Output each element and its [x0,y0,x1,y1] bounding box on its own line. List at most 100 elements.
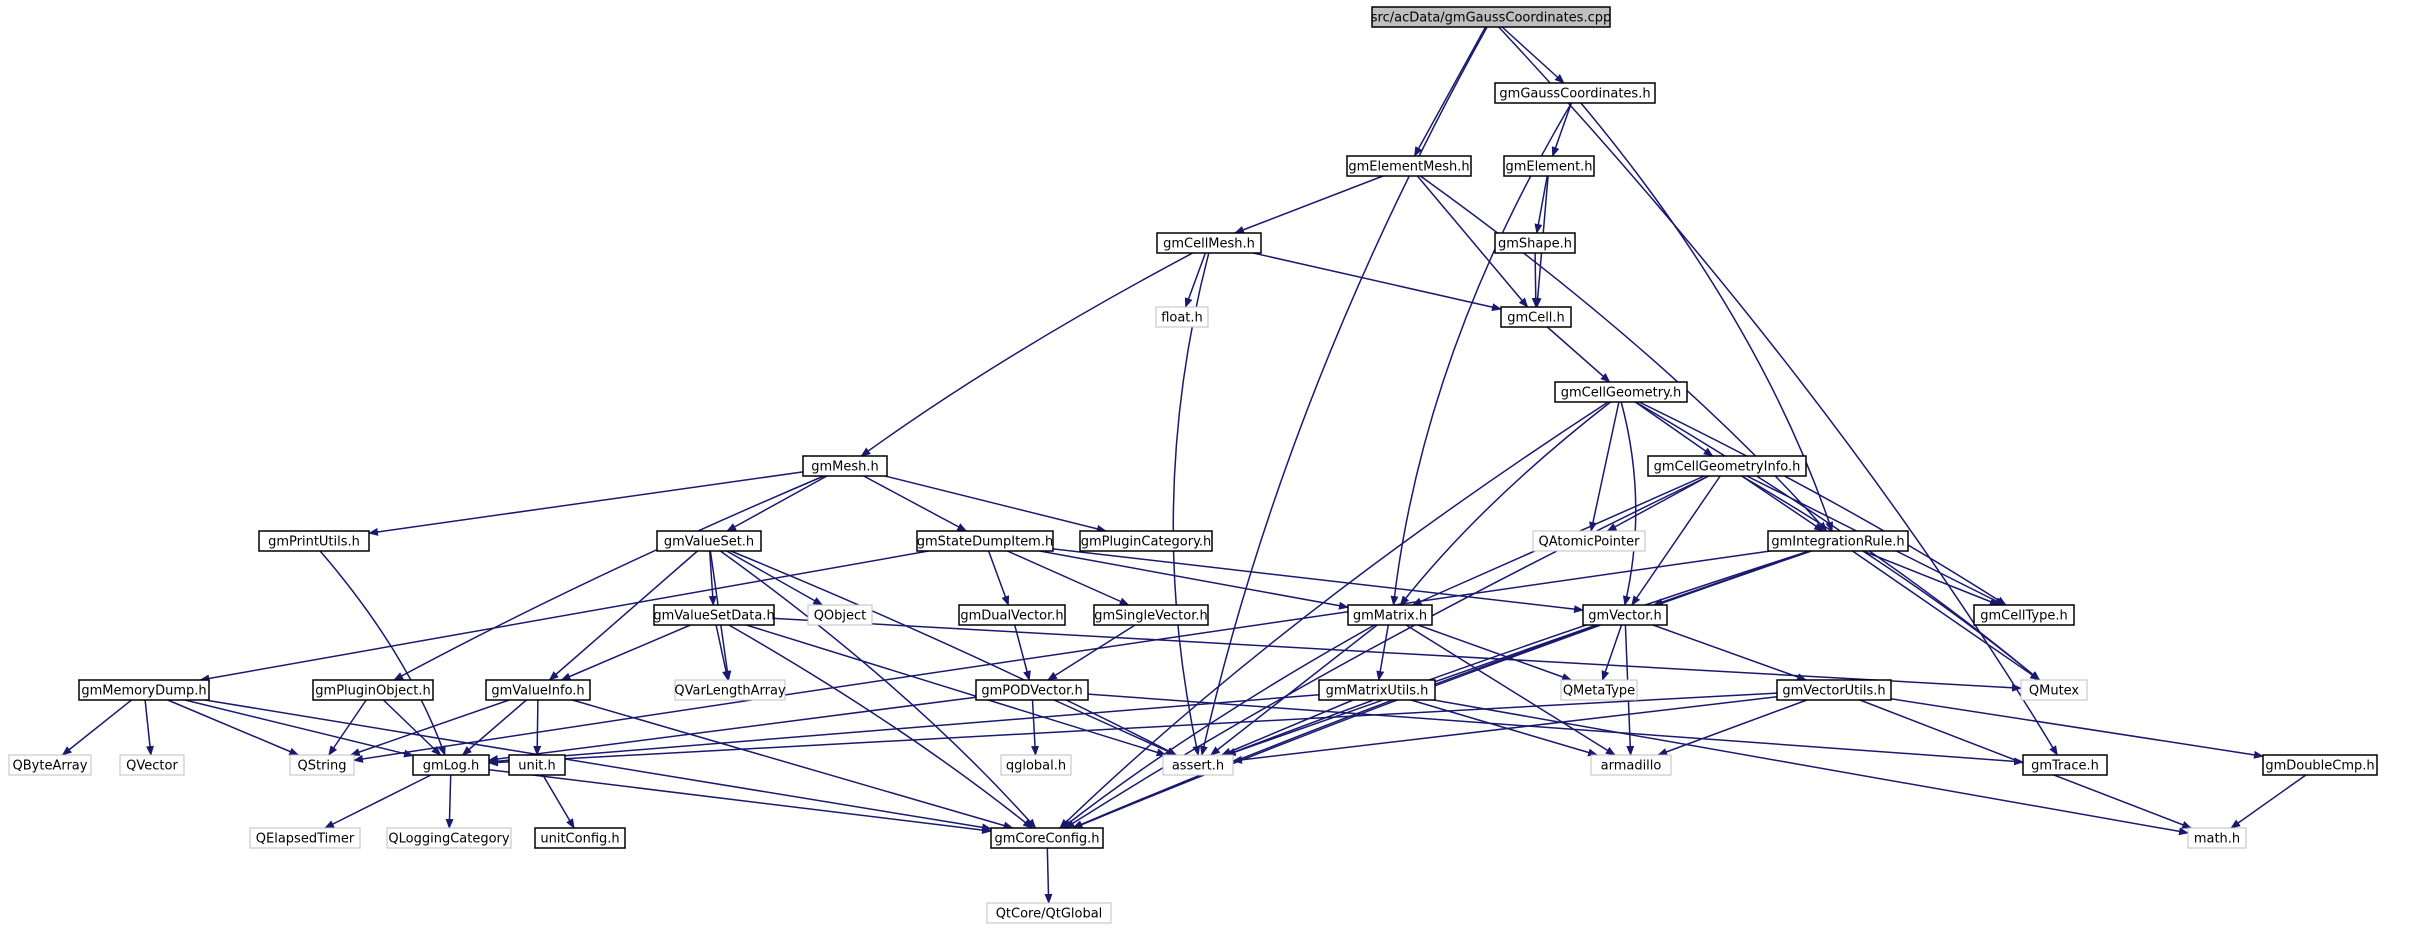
node-gmMemoryDump[interactable]: gmMemoryDump.h [78,679,210,701]
edge-gmValueSet-to-asserth [730,550,1178,756]
node-label-gmGaussCoordinates: gmGaussCoordinates.h [1499,87,1650,102]
node-gmMesh[interactable]: gmMesh.h [802,455,888,477]
edge-gmValueSetData-to-QMutex [773,617,2022,692]
node-root[interactable]: src/acData/gmGaussCoordinates.cpp [1371,6,1611,28]
node-mathh: math.h [2187,827,2247,849]
node-box-gmIntegrationRule [1767,530,1909,552]
node-gmCoreConfig[interactable]: gmCoreConfig.h [990,827,1104,849]
node-gmVectorUtils[interactable]: gmVectorUtils.h [1776,679,1892,701]
node-label-gmSingleVector: gmSingleVector.h [1094,609,1207,624]
node-box-gmValueSetData [653,604,775,626]
edge-gmMatrixUtils-to-gmLog [488,693,1320,766]
edge-gmMesh-to-gmPrintUtils [368,471,804,536]
node-label-gmPrintUtils: gmPrintUtils.h [268,535,360,550]
node-qglobal: qglobal.h [1000,754,1072,776]
node-box-gmCellType [1973,604,2075,626]
edge-gmMemoryDump-to-QByteArray [61,699,132,756]
edge-gmSingleVector-to-gmPODVector [1047,624,1136,681]
edge-gmGaussCoordinates-to-gmElement [1551,102,1573,157]
node-gmDualVector[interactable]: gmDualVector.h [958,604,1066,626]
node-unith[interactable]: unit.h [508,754,566,776]
edge-gmIntegrationRule-to-QMutex [1852,550,2041,681]
node-gmMatrix[interactable]: gmMatrix.h [1347,604,1433,626]
node-gmMatrixUtils[interactable]: gmMatrixUtils.h [1318,679,1436,701]
node-armadillo: armadillo [1590,754,1672,776]
node-label-gmValueSetData: gmValueSetData.h [653,609,774,624]
edge-gmVector-to-gmCoreConfig [1071,624,1600,829]
node-gmGaussCoordinates[interactable]: gmGaussCoordinates.h [1494,82,1656,104]
node-gmShape[interactable]: gmShape.h [1494,232,1576,254]
edge-gmElementMesh-to-gmCell [1416,175,1529,308]
edge-gmVectorUtils-to-asserth [1232,695,1778,764]
node-gmElementMesh[interactable]: gmElementMesh.h [1346,155,1472,177]
edge-gmDoubleCmp-to-mathh [2230,774,2307,829]
node-QMutex: QMutex [2020,679,2088,701]
node-box-gmValueInfo [485,679,591,701]
edge-gmPODVector-to-asserth [1053,699,1177,756]
edge-gmIntegrationRule-to-asserth [1225,550,1810,756]
node-gmPluginObject[interactable]: gmPluginObject.h [312,679,434,701]
node-gmValueSet[interactable]: gmValueSet.h [656,530,762,552]
node-gmPluginCategory[interactable]: gmPluginCategory.h [1079,530,1213,552]
node-box-floath [1155,306,1209,328]
edge-unith-to-unitConfig [542,774,575,829]
edge-gmCellGeometry-to-gmCellGeometryInfo [1634,401,1714,457]
node-asserth: assert.h [1162,754,1234,776]
node-gmCell[interactable]: gmCell.h [1500,306,1572,328]
node-box-unitConfig [534,827,626,849]
node-box-QLoggingCategory [386,827,512,849]
node-gmValueSetData[interactable]: gmValueSetData.h [653,604,775,626]
node-box-gmShape [1494,232,1576,254]
node-gmCellType[interactable]: gmCellType.h [1973,604,2075,626]
node-label-gmPluginObject: gmPluginObject.h [315,684,430,699]
node-label-QByteArray: QByteArray [13,759,88,774]
edge-gmMatrix-to-asserth [1210,624,1378,756]
edge-gmCellMesh-to-gmMesh [860,252,1194,457]
node-label-unith: unit.h [518,759,556,774]
node-label-root: src/acData/gmGaussCoordinates.cpp [1371,11,1611,26]
node-label-QMutex: QMutex [2029,684,2080,699]
node-box-QVector [119,754,185,776]
edge-gmValueSetData-to-QVarLengthArray [715,624,730,681]
node-gmPrintUtils[interactable]: gmPrintUtils.h [258,530,370,552]
node-gmIntegrationRule[interactable]: gmIntegrationRule.h [1767,530,1909,552]
edge-gmShape-to-gmCell [1531,252,1540,308]
edge-gmMatrix-to-QMetaType [1417,624,1573,681]
node-QLoggingCategory: QLoggingCategory [386,827,512,849]
node-gmStateDumpItem[interactable]: gmStateDumpItem.h [916,530,1054,552]
node-gmCellMesh[interactable]: gmCellMesh.h [1156,232,1262,254]
node-gmTrace[interactable]: gmTrace.h [2022,754,2108,776]
edge-gmVector-to-gmVectorUtils [1652,624,1808,681]
node-gmLog[interactable]: gmLog.h [412,754,490,776]
node-box-gmCoreConfig [990,827,1104,849]
node-box-QAtomicPointer [1532,530,1646,552]
node-gmValueInfo[interactable]: gmValueInfo.h [485,679,591,701]
node-QAtomicPointer: QAtomicPointer [1532,530,1646,552]
node-gmSingleVector[interactable]: gmSingleVector.h [1093,604,1209,626]
node-label-gmVector: gmVector.h [1588,609,1662,624]
edge-gmCellGeometry-to-QAtomicPointer [1589,401,1620,532]
node-unitConfig[interactable]: unitConfig.h [534,827,626,849]
node-gmVector[interactable]: gmVector.h [1582,604,1668,626]
node-label-gmValueInfo: gmValueInfo.h [491,684,584,699]
node-gmDoubleCmp[interactable]: gmDoubleCmp.h [2262,754,2378,776]
node-box-gmVectorUtils [1776,679,1892,701]
node-gmPODVector[interactable]: gmPODVector.h [975,679,1089,701]
node-label-gmPODVector: gmPODVector.h [981,684,1082,699]
edge-gmDualVector-to-gmPODVector [1013,624,1031,681]
node-box-gmPODVector [975,679,1089,701]
node-box-root [1371,6,1611,28]
edge-gmCellGeometry-to-gmMatrix [1399,401,1612,606]
node-label-gmDoubleCmp: gmDoubleCmp.h [2265,759,2374,774]
node-label-mathh: math.h [2194,832,2240,847]
edge-gmCellGeometryInfo-to-QMutex [1741,475,2041,681]
node-gmCellGeometryInfo[interactable]: gmCellGeometryInfo.h [1647,455,1807,477]
node-box-gmCellGeometryInfo [1647,455,1807,477]
edge-gmStateDumpItem-to-gmSingleVector [1007,550,1130,606]
node-gmElement[interactable]: gmElement.h [1503,155,1595,177]
node-gmCellGeometry[interactable]: gmCellGeometry.h [1554,381,1688,403]
node-QVarLengthArray: QVarLengthArray [674,679,786,701]
edge-gmIntegrationRule-to-QString [353,550,1771,763]
edge-gmElementMesh-to-gmIntegrationRule [1419,175,1828,532]
node-label-gmIntegrationRule: gmIntegrationRule.h [1771,535,1904,550]
